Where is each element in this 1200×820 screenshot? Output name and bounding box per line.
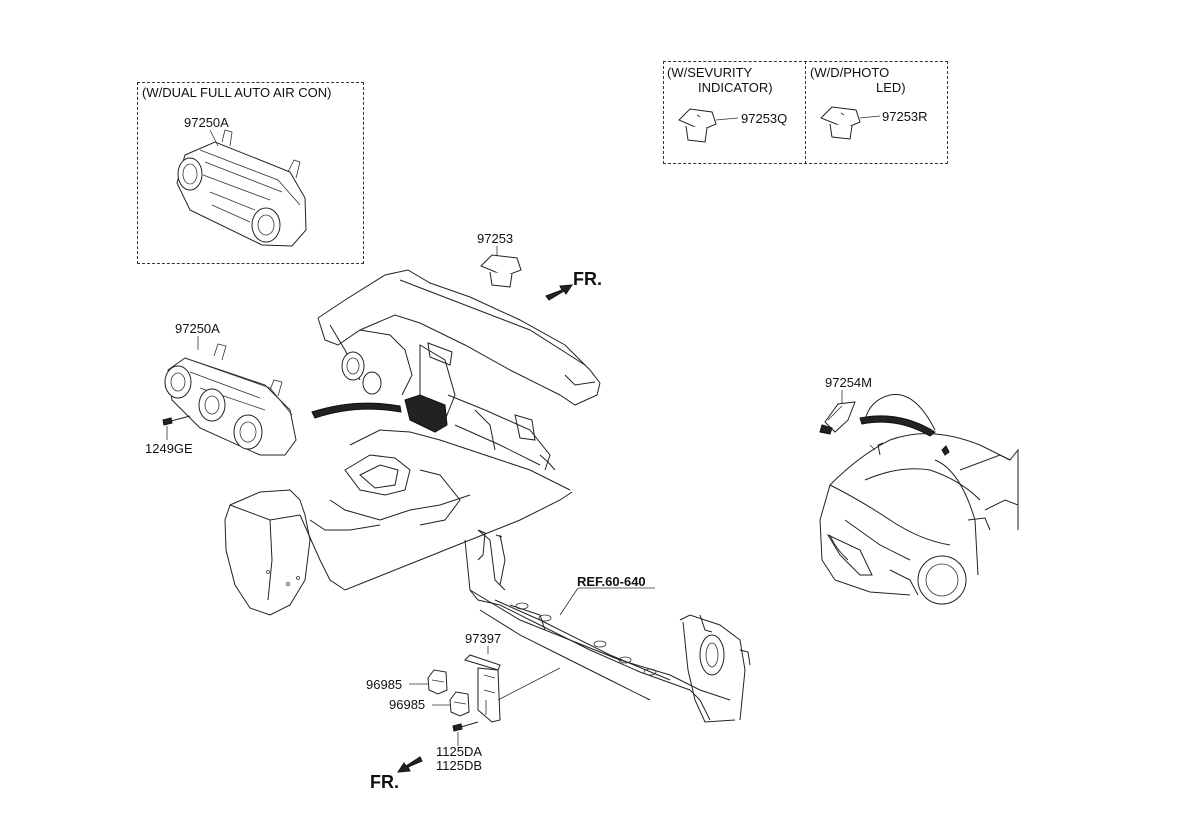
photo-box-title-line2: LED) <box>876 80 906 95</box>
control-unit-97250A <box>162 336 297 456</box>
bracket-assembly <box>409 646 561 746</box>
front-label-lower: FR. <box>370 772 399 792</box>
callout-screw: 1249GE <box>145 441 193 456</box>
callout-connector-1: 96985 <box>366 677 403 692</box>
callout-sensor-top: 97253 <box>477 231 514 246</box>
security-box-title-line1: (W/SEVURITY <box>667 65 753 80</box>
dual-auto-variant-box <box>137 82 364 264</box>
callout-reference: REF.60-640 <box>577 574 646 589</box>
callout-bolt-2: 1125DB <box>436 758 483 773</box>
callout-sensor-right: 97254M <box>825 375 872 390</box>
callout-bracket: 97397 <box>465 631 502 646</box>
dashboard <box>224 269 601 616</box>
cowl-cross-bar <box>464 529 751 723</box>
install-arrow-left <box>311 402 402 419</box>
photo-led-sensor <box>820 106 881 140</box>
dual-auto-box-title: (W/DUAL FULL AUTO AIR CON) <box>142 85 332 100</box>
dual-auto-part-number: 97250A <box>184 115 229 130</box>
security-part-number: 97253Q <box>741 111 788 126</box>
callout-control-unit: 97250A <box>175 321 220 336</box>
sensor-97254M <box>819 390 936 437</box>
photo-part-number: 97253R <box>882 109 928 124</box>
car-front-view <box>819 393 1019 605</box>
sensor-97253 <box>480 246 522 288</box>
security-indicator-sensor <box>678 108 739 143</box>
front-label-upper: FR. <box>573 269 602 289</box>
security-box-title-line2: INDICATOR) <box>698 80 773 95</box>
dual-auto-control-unit <box>176 129 307 247</box>
callout-connector-2: 96985 <box>389 697 426 712</box>
variant-box-divider <box>805 61 806 164</box>
front-arrow-upper-shape <box>545 284 573 301</box>
callout-bolt-1: 1125DA <box>436 744 483 759</box>
front-arrow-lower-shape <box>397 756 423 773</box>
photo-box-title-line1: (W/D/PHOTO <box>810 65 890 80</box>
